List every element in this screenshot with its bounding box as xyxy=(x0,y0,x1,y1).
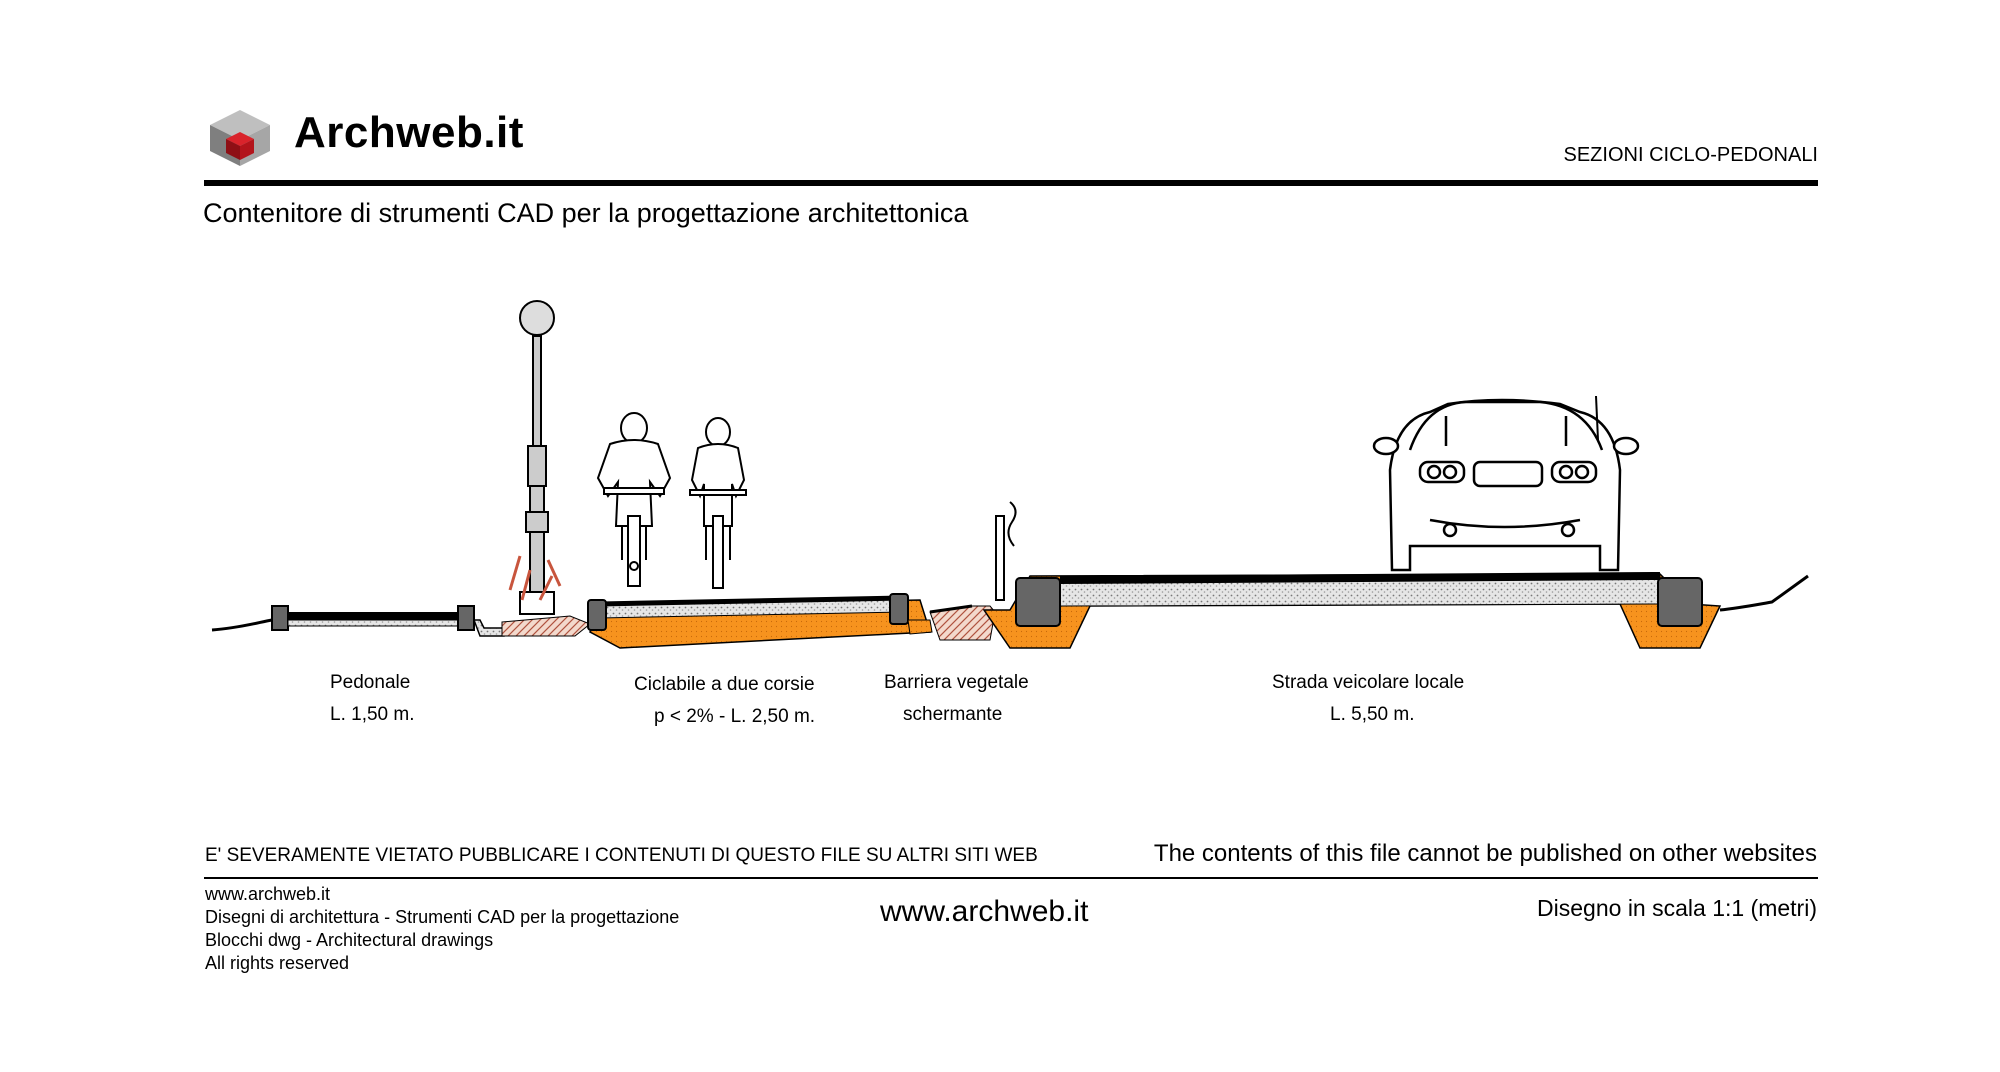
footer-site: www.archweb.it xyxy=(880,895,1089,928)
ground-line-right xyxy=(1719,574,1809,612)
warning-english: The contents of this file cannot be publ… xyxy=(1153,840,1817,867)
street-lamp xyxy=(508,300,562,615)
footer-line: All rights reserved xyxy=(205,953,350,973)
sheet-subtitle: Contenitore di strumenti CAD per la prog… xyxy=(203,198,969,228)
label-barriera-detail: schermante xyxy=(903,704,1003,725)
label-strada: Strada veicolare locale xyxy=(1272,672,1465,693)
cyclist-icon xyxy=(689,417,747,589)
label-ciclabile-width: p < 2% - L. 2,50 m. xyxy=(654,706,816,727)
cyclist-icon xyxy=(596,412,672,587)
archweb-logo-icon xyxy=(210,110,270,166)
label-barriera: Barriera vegetale xyxy=(884,672,1029,693)
lamp-soil xyxy=(501,615,591,637)
pedestrian-path xyxy=(271,605,505,637)
road xyxy=(982,572,1722,649)
footer-line: Blocchi dwg - Architectural drawings xyxy=(205,930,494,950)
label-pedonale: Pedonale xyxy=(330,672,411,693)
footer-line: Disegni di architettura - Strumenti CAD … xyxy=(205,907,680,927)
car-icon xyxy=(1372,395,1640,572)
logo-text: Archweb.it xyxy=(294,108,524,157)
header-rule xyxy=(204,180,1818,186)
vegetation-barrier xyxy=(929,501,1017,641)
ground-line-left xyxy=(211,618,273,632)
label-ciclabile: Ciclabile a due corsie xyxy=(634,674,815,695)
label-pedonale-width: L. 1,50 m. xyxy=(330,704,415,725)
label-strada-width: L. 5,50 m. xyxy=(1330,704,1415,725)
footer-rule xyxy=(204,877,1818,879)
warning-italian: E' SEVERAMENTE VIETATO PUBBLICARE I CONT… xyxy=(205,845,1038,866)
bike-lane xyxy=(587,593,933,649)
drawing-scale: Disegno in scala 1:1 (metri) xyxy=(1537,895,1817,921)
footer-line: www.archweb.it xyxy=(205,884,331,904)
sheet-title: SEZIONI CICLO-PEDONALI xyxy=(1563,144,1819,166)
